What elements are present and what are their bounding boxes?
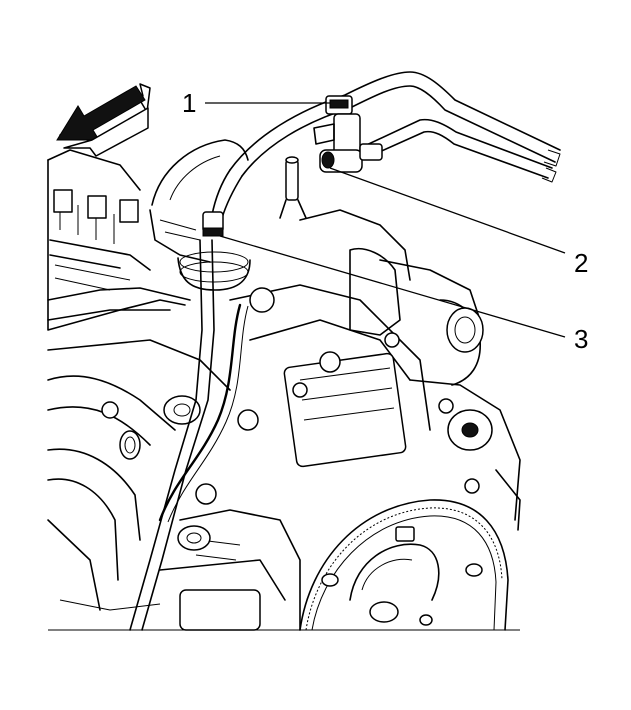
exhaust-manifold (47, 339, 231, 611)
dipstick-tube (129, 239, 215, 631)
hose-fitting (202, 211, 224, 237)
callout-leader-2 (329, 167, 566, 254)
callout-leader-3 (219, 235, 566, 338)
callout-number-1: 1 (182, 88, 196, 118)
cylinder-head (47, 149, 191, 331)
pipe-fitting (279, 156, 307, 219)
engine-block-lower (159, 509, 301, 631)
purge-valve-connector (313, 95, 383, 173)
flywheel (299, 499, 509, 631)
intake-housing (149, 139, 251, 291)
callout-number-2: 2 (574, 248, 588, 278)
callout-number-3: 3 (574, 324, 588, 354)
front-cover (195, 284, 431, 505)
engine-block-right (299, 209, 521, 531)
front-arrow-icon (56, 83, 151, 157)
vent-hose (211, 71, 561, 219)
wiring-harness (158, 303, 249, 523)
